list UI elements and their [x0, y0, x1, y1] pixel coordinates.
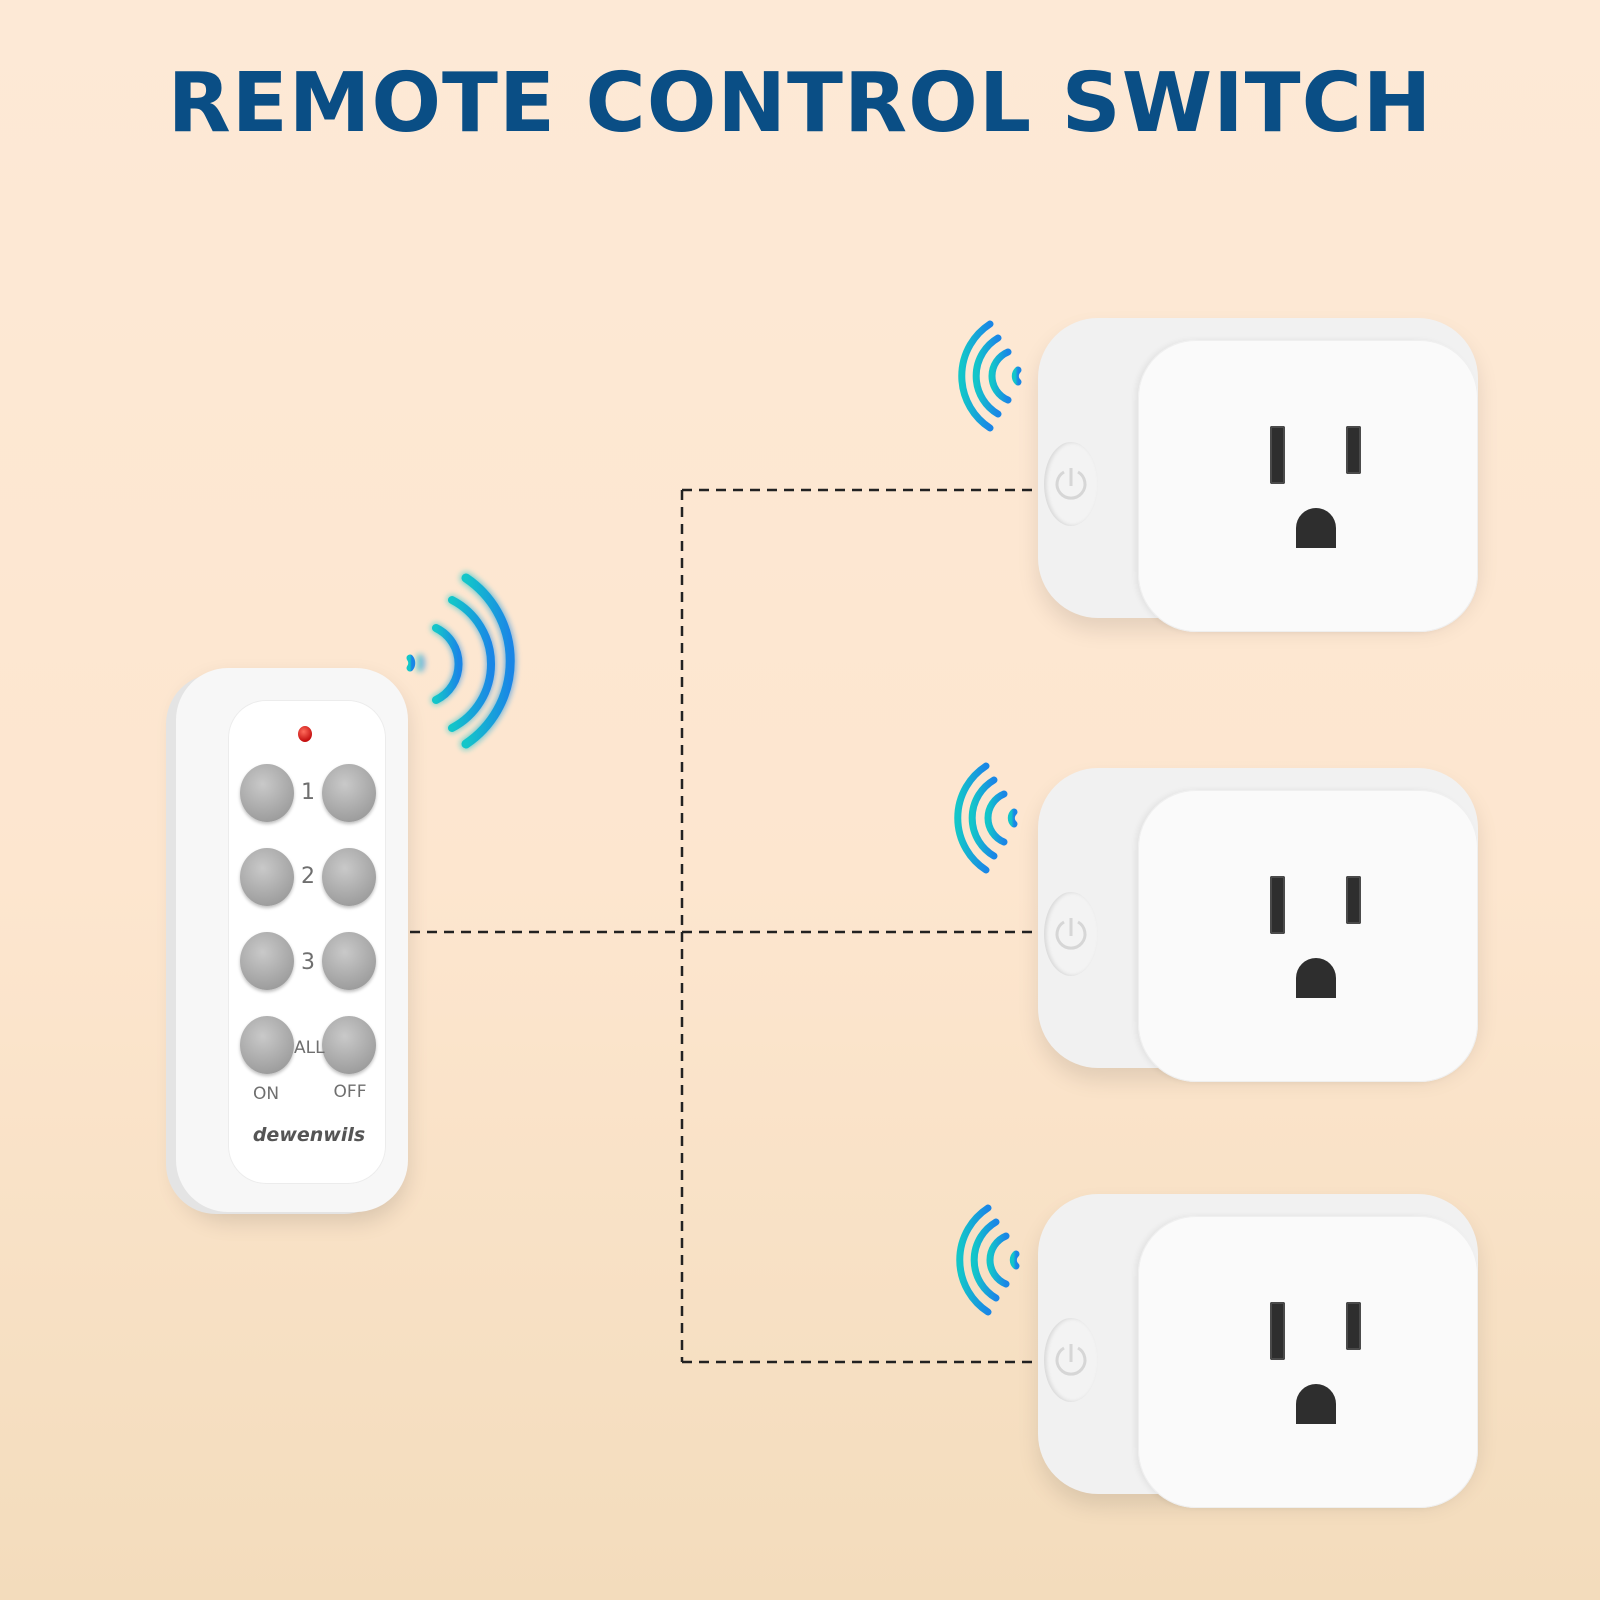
- outlet-slot-right: [1346, 426, 1361, 474]
- outlet-slot-right: [1346, 876, 1361, 924]
- page-title: REMOTE CONTROL SWITCH: [167, 56, 1433, 151]
- channel-1-on-button[interactable]: [240, 764, 294, 822]
- all-label: ALL: [294, 1038, 325, 1058]
- outlet-power-button[interactable]: [1044, 892, 1098, 976]
- channel-1-off-button[interactable]: [322, 764, 376, 822]
- outlet-ground-hole: [1296, 1384, 1336, 1424]
- outlet-face: [1138, 790, 1478, 1082]
- outlet-ground-hole: [1296, 958, 1336, 998]
- outlet-power-button[interactable]: [1044, 1318, 1098, 1402]
- outlet-slot-left: [1270, 426, 1285, 484]
- outlet-2-signal-icon: [954, 762, 1018, 874]
- outlet-slot-left: [1270, 876, 1285, 934]
- channel-3-on-button[interactable]: [240, 932, 294, 990]
- off-label: OFF: [333, 1082, 367, 1102]
- remote-signal-icon: [406, 572, 517, 750]
- brand-logo: dewenwils: [252, 1124, 366, 1146]
- power-icon: [1055, 468, 1087, 500]
- outlet-face: [1138, 1216, 1478, 1508]
- outlet-power-button[interactable]: [1044, 442, 1098, 526]
- outlet-2: [1038, 768, 1478, 1082]
- outlet-1-signal-icon: [958, 320, 1022, 432]
- outlet-slot-right: [1346, 1302, 1361, 1350]
- channel-1-label: 1: [301, 780, 315, 805]
- outlet-3-signal-icon: [956, 1204, 1020, 1316]
- outlet-face: [1138, 340, 1478, 632]
- channel-2-on-button[interactable]: [240, 848, 294, 906]
- power-icon: [1055, 1344, 1087, 1376]
- channel-3-label: 3: [301, 950, 315, 975]
- channel-2-label: 2: [301, 864, 315, 889]
- channel-2-off-button[interactable]: [322, 848, 376, 906]
- outlet-ground-hole: [1296, 508, 1336, 548]
- dashed-connectors: [410, 488, 1040, 1364]
- all-off-button[interactable]: [322, 1016, 376, 1074]
- outlet-3: [1038, 1194, 1478, 1508]
- all-on-button[interactable]: [240, 1016, 294, 1074]
- outlet-1: [1038, 318, 1478, 632]
- power-icon: [1055, 918, 1087, 950]
- on-label: ON: [252, 1084, 280, 1104]
- outlet-slot-left: [1270, 1302, 1285, 1360]
- led-indicator: [298, 726, 312, 742]
- channel-3-off-button[interactable]: [322, 932, 376, 990]
